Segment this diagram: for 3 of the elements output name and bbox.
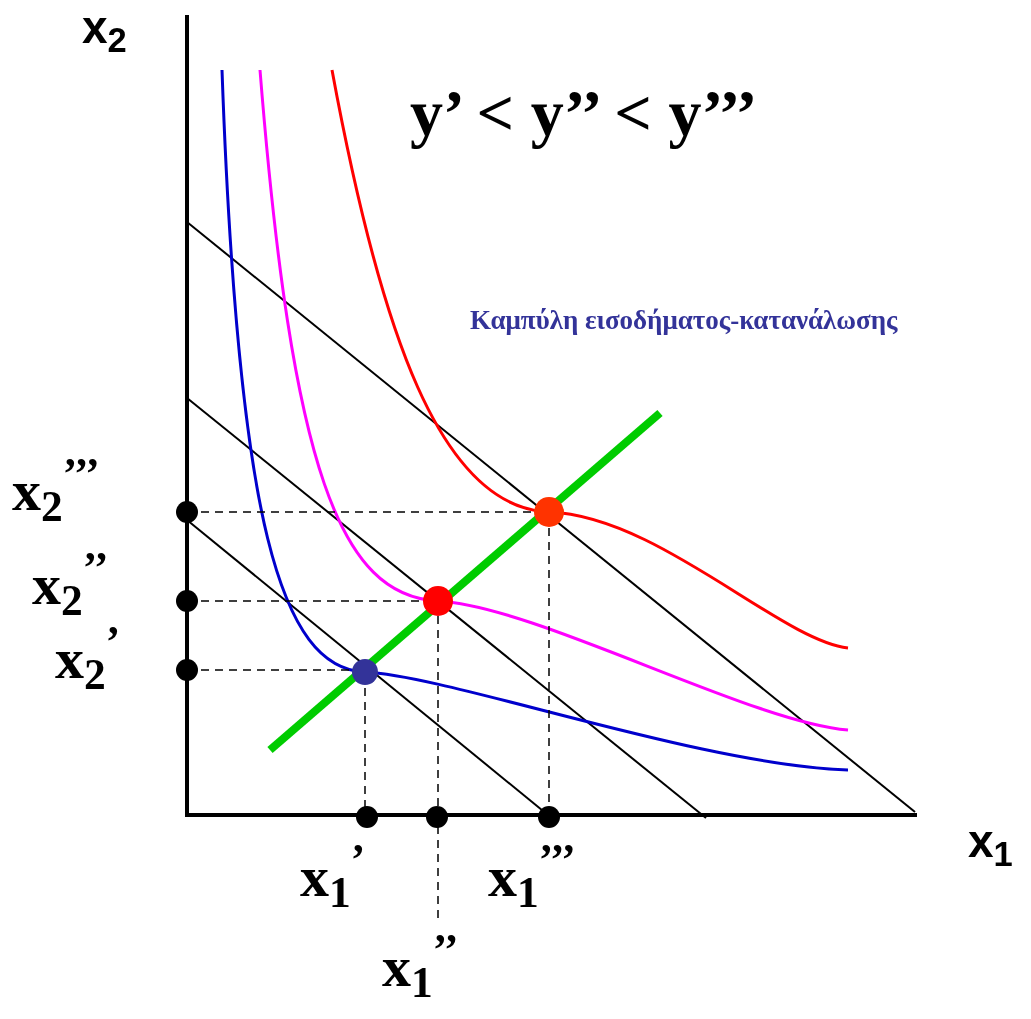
curve-label: Καμπύλη εισοδήματος-κατανάλωσης xyxy=(470,304,899,337)
axis-label: x$_{2}$ xyxy=(82,4,127,50)
axis-label: x$_{1}$ xyxy=(968,818,1013,864)
